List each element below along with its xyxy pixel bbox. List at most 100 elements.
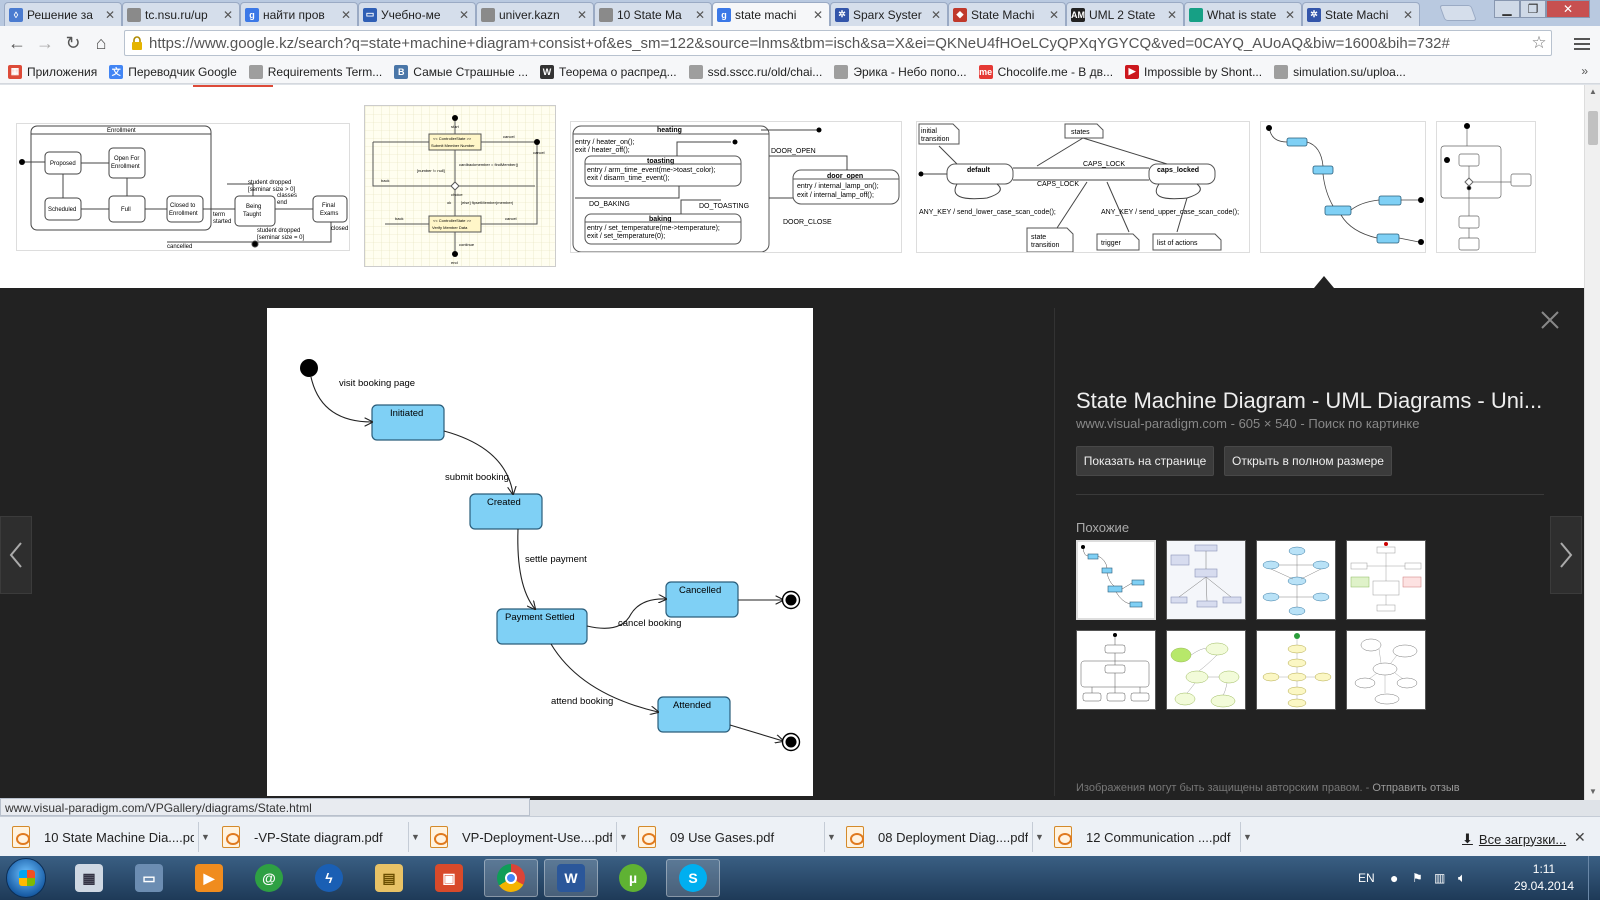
preview-title[interactable]: State Machine Diagram - UML Diagrams - U… [1076,388,1543,413]
taskbar-folder-icon[interactable]: ▤ [362,859,416,897]
result-thumbnail-3[interactable]: heating entry / heater_on(); exit / heat… [570,121,902,253]
related-thumbnail-3[interactable] [1256,540,1336,620]
chevron-down-icon[interactable]: ▼ [824,822,838,852]
chevron-down-icon[interactable]: ▼ [198,822,212,852]
tab-close-icon[interactable]: ✕ [1167,7,1178,22]
start-button-icon[interactable] [6,858,46,898]
tab-11[interactable]: ✲State Machi✕ [1302,2,1420,26]
tab-8[interactable]: ◆State Machi✕ [948,2,1066,26]
close-downloads-icon[interactable]: ✕ [1574,829,1586,845]
bookmarks-overflow-icon[interactable]: » [1581,64,1588,78]
tab-0[interactable]: ◊Решение за✕ [4,2,122,26]
tab-4[interactable]: univer.kazn✕ [476,2,594,26]
preview-image[interactable]: Initiated Created Payment Settled Cancel… [267,308,813,796]
download-item[interactable]: 10 State Machine Dia....pdf▼ [12,822,212,852]
send-feedback-link[interactable]: Отправить отзыв [1372,782,1460,794]
download-item[interactable]: 12 Communication ....pdf▼ [1054,822,1254,852]
system-clock[interactable]: 1:11 29.04.2014 [1514,861,1574,895]
result-thumbnail-6[interactable] [1436,121,1536,253]
taskbar-computer-icon[interactable]: ▭ [122,859,176,897]
window-close-icon[interactable]: ✕ [1546,0,1590,18]
taskbar-media-player-icon[interactable]: ▶ [182,859,236,897]
chevron-down-icon[interactable]: ▼ [1240,822,1254,852]
related-thumbnail-6[interactable] [1166,630,1246,710]
download-item[interactable]: -VP-State diagram.pdf▼ [222,822,422,852]
chevron-down-icon[interactable]: ▼ [616,822,630,852]
network-icon[interactable]: ▥ [1434,871,1446,885]
tab-close-icon[interactable]: ✕ [931,7,942,22]
menu-icon[interactable] [1574,35,1590,51]
related-thumbnail-2[interactable] [1166,540,1246,620]
tab-close-icon[interactable]: ✕ [813,8,824,22]
tab-10[interactable]: What is state✕ [1184,2,1302,26]
tab-close-icon[interactable]: ✕ [105,7,116,22]
tab-close-icon[interactable]: ✕ [1049,7,1060,22]
tab-1[interactable]: tc.nsu.ru/up✕ [122,2,240,26]
taskbar-word-icon[interactable]: W [544,859,598,897]
related-thumbnail-8[interactable] [1346,630,1426,710]
taskbar-mail-agent-icon[interactable]: @ [242,859,296,897]
tab-close-icon[interactable]: ✕ [341,7,352,22]
tab-close-icon[interactable]: ✕ [577,7,588,22]
minimize-icon[interactable]: ▁ [1494,0,1520,18]
page-scrollbar[interactable]: ▲ ▼ [1584,85,1600,800]
tab-5[interactable]: 10 State Ma✕ [594,2,712,26]
tab-close-icon[interactable]: ✕ [223,7,234,22]
tab-close-icon[interactable]: ✕ [459,7,470,22]
show-desktop-button[interactable] [1588,856,1600,900]
chevron-down-icon[interactable]: ▼ [1032,822,1046,852]
volume-icon[interactable]: 🔈︎ [1458,870,1466,885]
open-full-size-button[interactable]: Открыть в полном размере [1224,446,1392,476]
result-thumbnail-5[interactable] [1260,121,1426,253]
close-preview-icon[interactable] [1536,306,1564,334]
bookmark-star-icon[interactable]: ☆ [1531,33,1547,52]
tab-3[interactable]: ▭Учебно-ме✕ [358,2,476,26]
home-icon[interactable]: ⌂ [95,32,107,53]
prev-image-button[interactable] [0,516,32,594]
bookmark-item[interactable]: ▶Impossible by Shont... [1125,64,1262,79]
taskbar-calculator-icon[interactable]: ▦ [62,859,116,897]
related-thumbnail-4[interactable] [1346,540,1426,620]
address-bar[interactable]: https://www.google.kz/search?q=state+mac… [124,30,1552,56]
next-image-button[interactable] [1550,516,1582,594]
tray-flag-icon[interactable]: ⚑ [1412,871,1423,885]
taskbar-utorrent-icon[interactable]: µ [606,859,660,897]
language-indicator[interactable]: EN [1358,871,1375,885]
preview-source[interactable]: www.visual-paradigm.com [1076,416,1227,431]
tab-7[interactable]: ✲Sparx Syster✕ [830,2,948,26]
result-thumbnail-2[interactable]: start << ControllerState >>Submit Member… [364,105,556,267]
scroll-up-icon[interactable]: ▲ [1589,87,1597,96]
tab-close-icon[interactable]: ✕ [1285,7,1296,22]
related-thumbnail-5[interactable] [1076,630,1156,710]
search-by-image-link[interactable]: Поиск по картинке [1308,416,1420,431]
tray-orange-icon[interactable]: ● [1390,870,1399,886]
download-item[interactable]: 09 Use Gases.pdf▼ [638,822,838,852]
restore-icon[interactable]: ❐ [1520,0,1546,18]
download-item[interactable]: VP-Deployment-Use....pdf▼ [430,822,630,852]
taskbar-app-icon[interactable]: ▣ [422,859,476,897]
forward-arrow-icon[interactable]: → [36,32,54,53]
bookmark-item[interactable]: simulation.su/uploa... [1274,64,1406,79]
reload-icon[interactable]: ↻ [65,32,81,53]
all-downloads-link[interactable]: ⬇Все загрузки... [1462,831,1567,847]
result-thumbnail-4[interactable]: initial transition states default caps_l… [916,121,1250,253]
back-arrow-icon[interactable]: ← [8,32,26,53]
download-item[interactable]: 08 Deployment Diag....pdf▼ [846,822,1046,852]
scroll-down-icon[interactable]: ▼ [1589,787,1597,796]
bookmark-item[interactable]: Эрика - Небо попо... [834,64,967,79]
bookmark-item[interactable]: ssd.sscc.ru/old/chai... [688,64,822,79]
show-on-page-button[interactable]: Показать на странице [1076,446,1214,476]
taskbar-lightning-icon[interactable]: ϟ [302,859,356,897]
bookmark-item[interactable]: Requirements Term... [248,64,382,79]
scrollbar-thumb[interactable] [1588,111,1598,145]
related-thumbnail-7[interactable] [1256,630,1336,710]
new-tab-button[interactable] [1439,5,1477,21]
tab-close-icon[interactable]: ✕ [695,7,706,22]
